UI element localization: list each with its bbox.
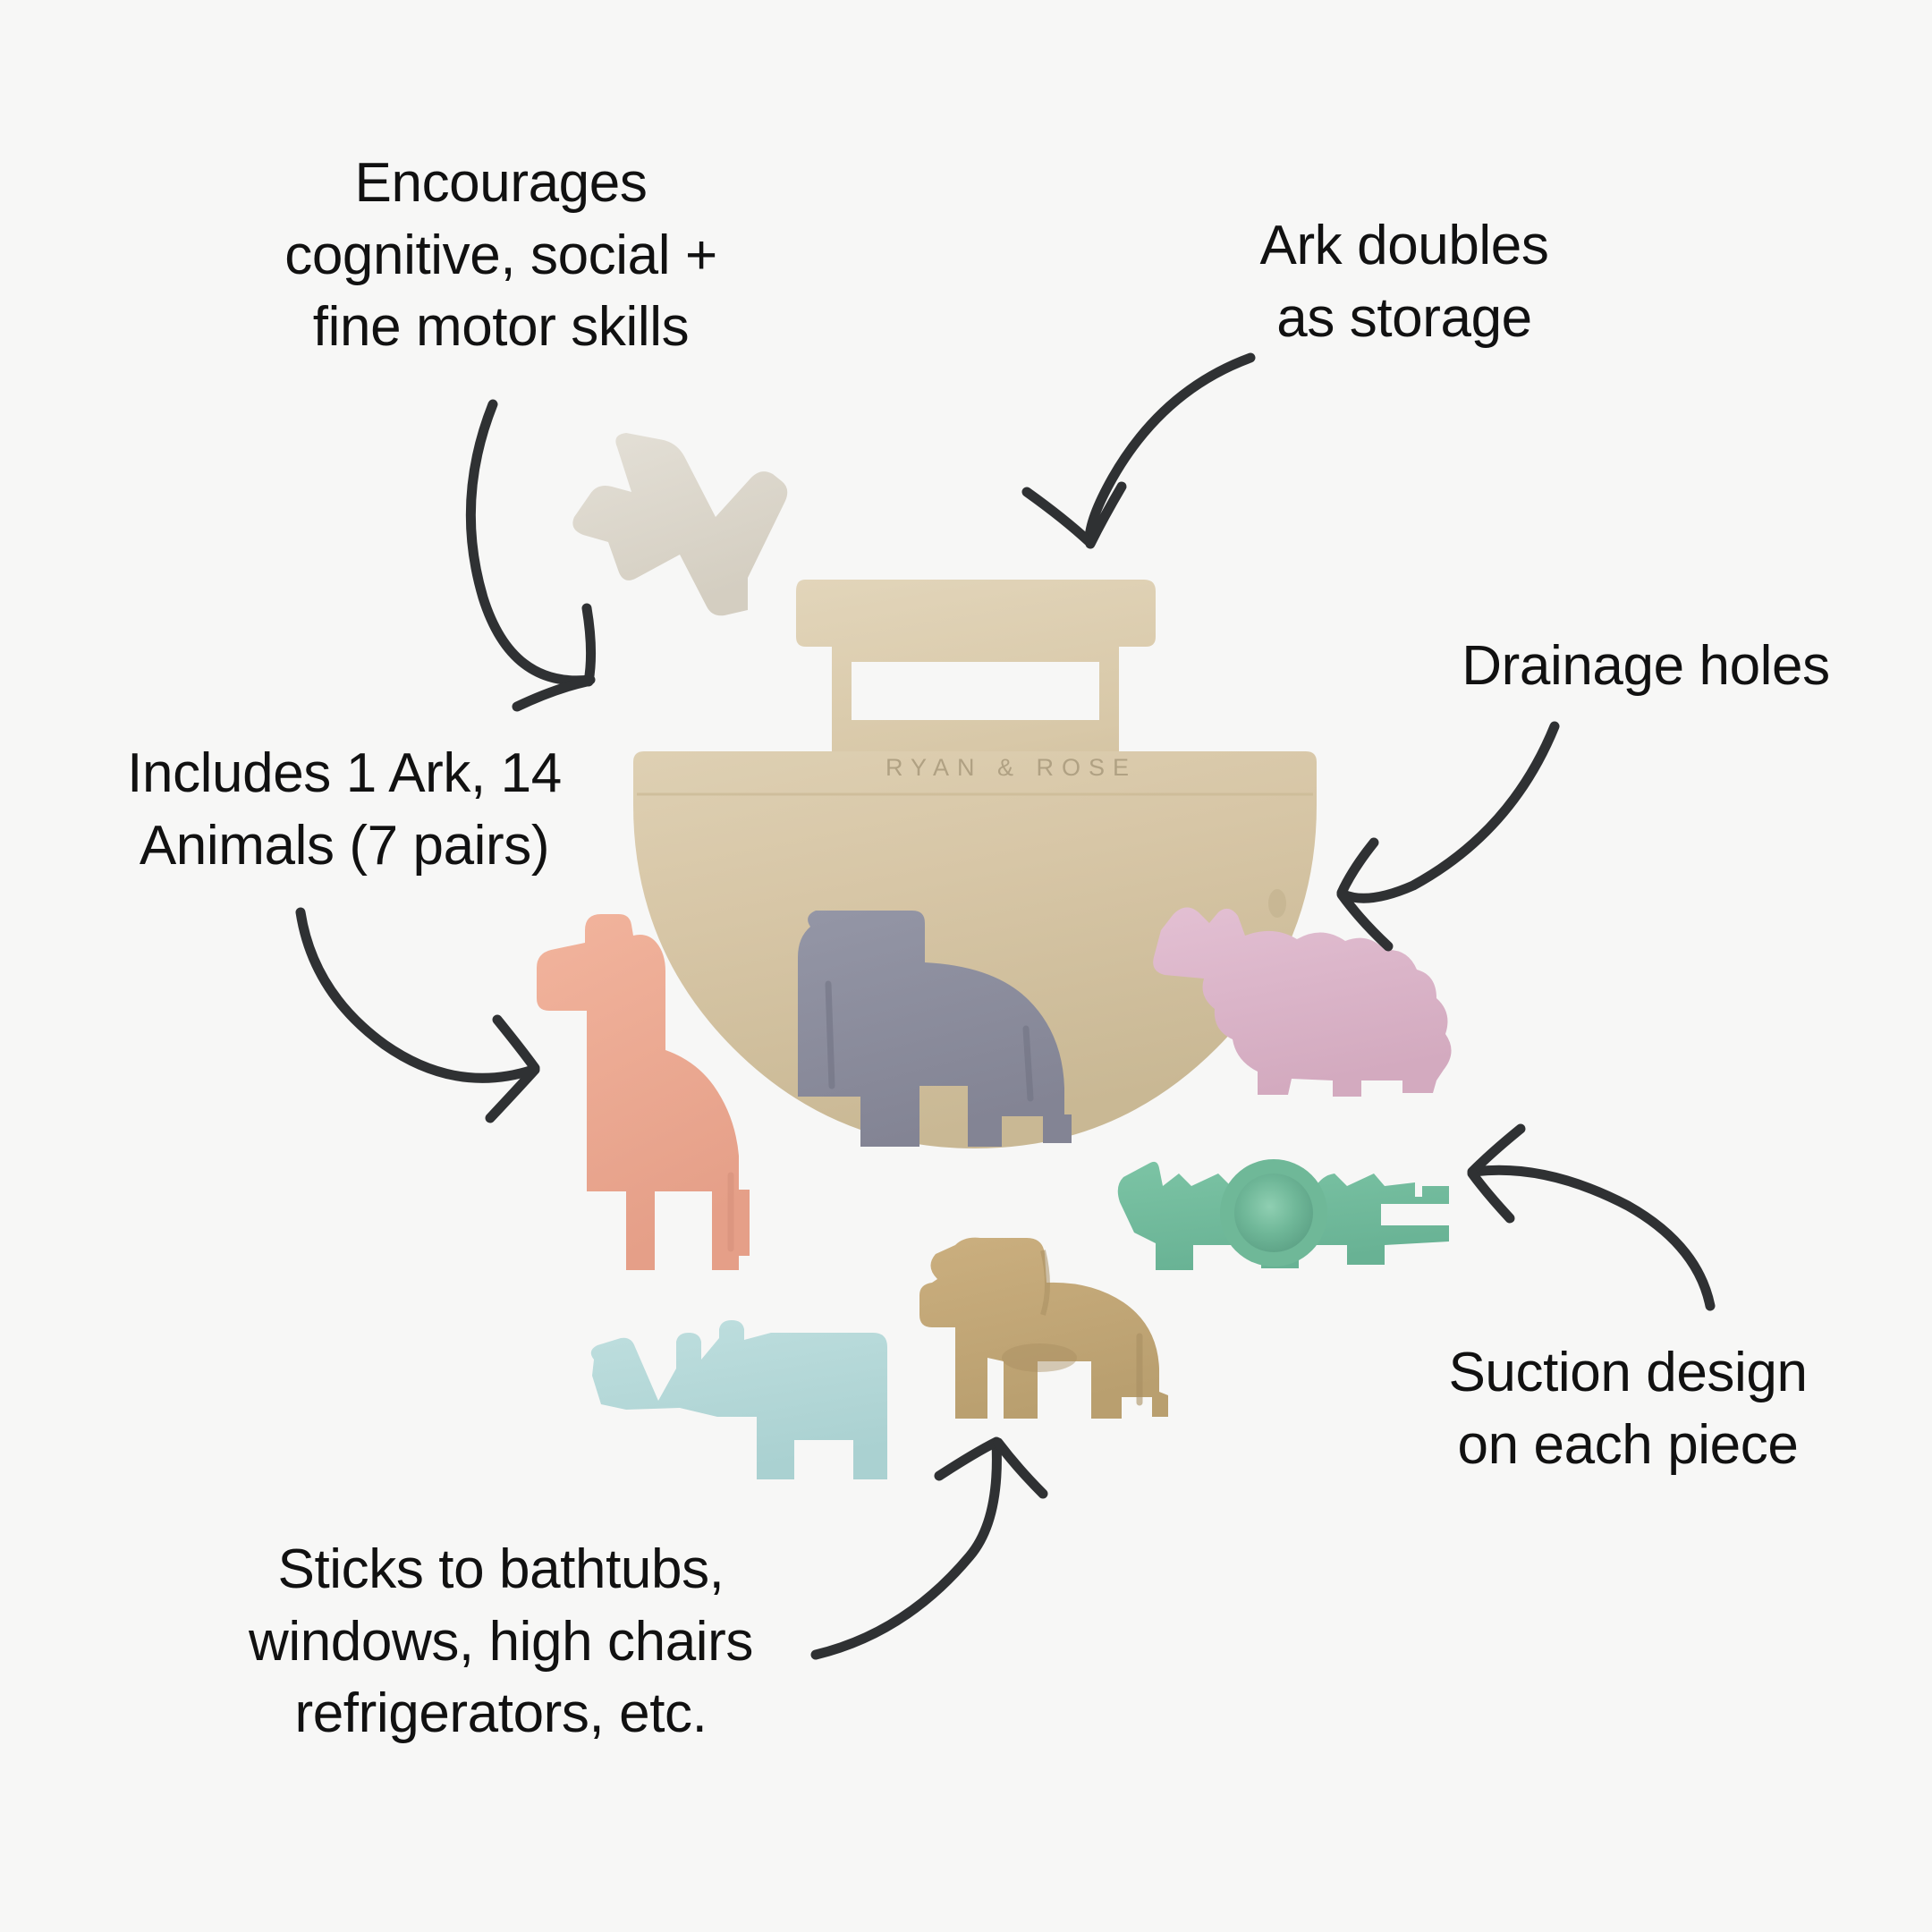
elephant-leg-groove	[1022, 1025, 1034, 1102]
lion-mane-groove	[1040, 1250, 1050, 1316]
lion-piece	[919, 1237, 1168, 1419]
callout-suction-design: Suction design on each piece	[1448, 1342, 1808, 1476]
callout-includes-contents: Includes 1 Ark, 14 Animals (7 pairs)	[127, 742, 562, 877]
callout-sticks-to-surfaces: Sticks to bathtubs, windows, high chairs…	[248, 1538, 754, 1745]
elephant-piece	[798, 911, 1072, 1147]
dove-piece	[572, 433, 788, 616]
arrow-to-drain-hole	[1336, 721, 1560, 952]
crocodile-piece	[1117, 1159, 1449, 1270]
arrow-to-ark-hull	[465, 399, 597, 712]
arrow-to-lion	[810, 1436, 1048, 1660]
sheep-piece	[1153, 907, 1452, 1097]
elephant-ear-groove	[825, 980, 835, 1089]
arrow-to-ark-cabin	[1021, 352, 1256, 549]
rhino-piece	[590, 1320, 887, 1479]
suction-cup-bowl	[1234, 1174, 1313, 1252]
callout-ark-storage: Ark doubles as storage	[1259, 215, 1549, 349]
brand-wordmark: RYAN & ROSE	[885, 754, 1138, 781]
callout-drainage-holes: Drainage holes	[1462, 635, 1830, 697]
ark-drainage-hole	[1268, 889, 1286, 918]
arrow-to-crocodile	[1467, 1123, 1716, 1311]
lion-belly-shadow	[1002, 1343, 1077, 1372]
arrow-to-giraffe	[295, 907, 540, 1123]
giraffe-piece	[537, 914, 750, 1270]
callout-encourages-skills: Encourages cognitive, social + fine moto…	[284, 152, 717, 359]
annotation-arrows	[295, 352, 1716, 1660]
